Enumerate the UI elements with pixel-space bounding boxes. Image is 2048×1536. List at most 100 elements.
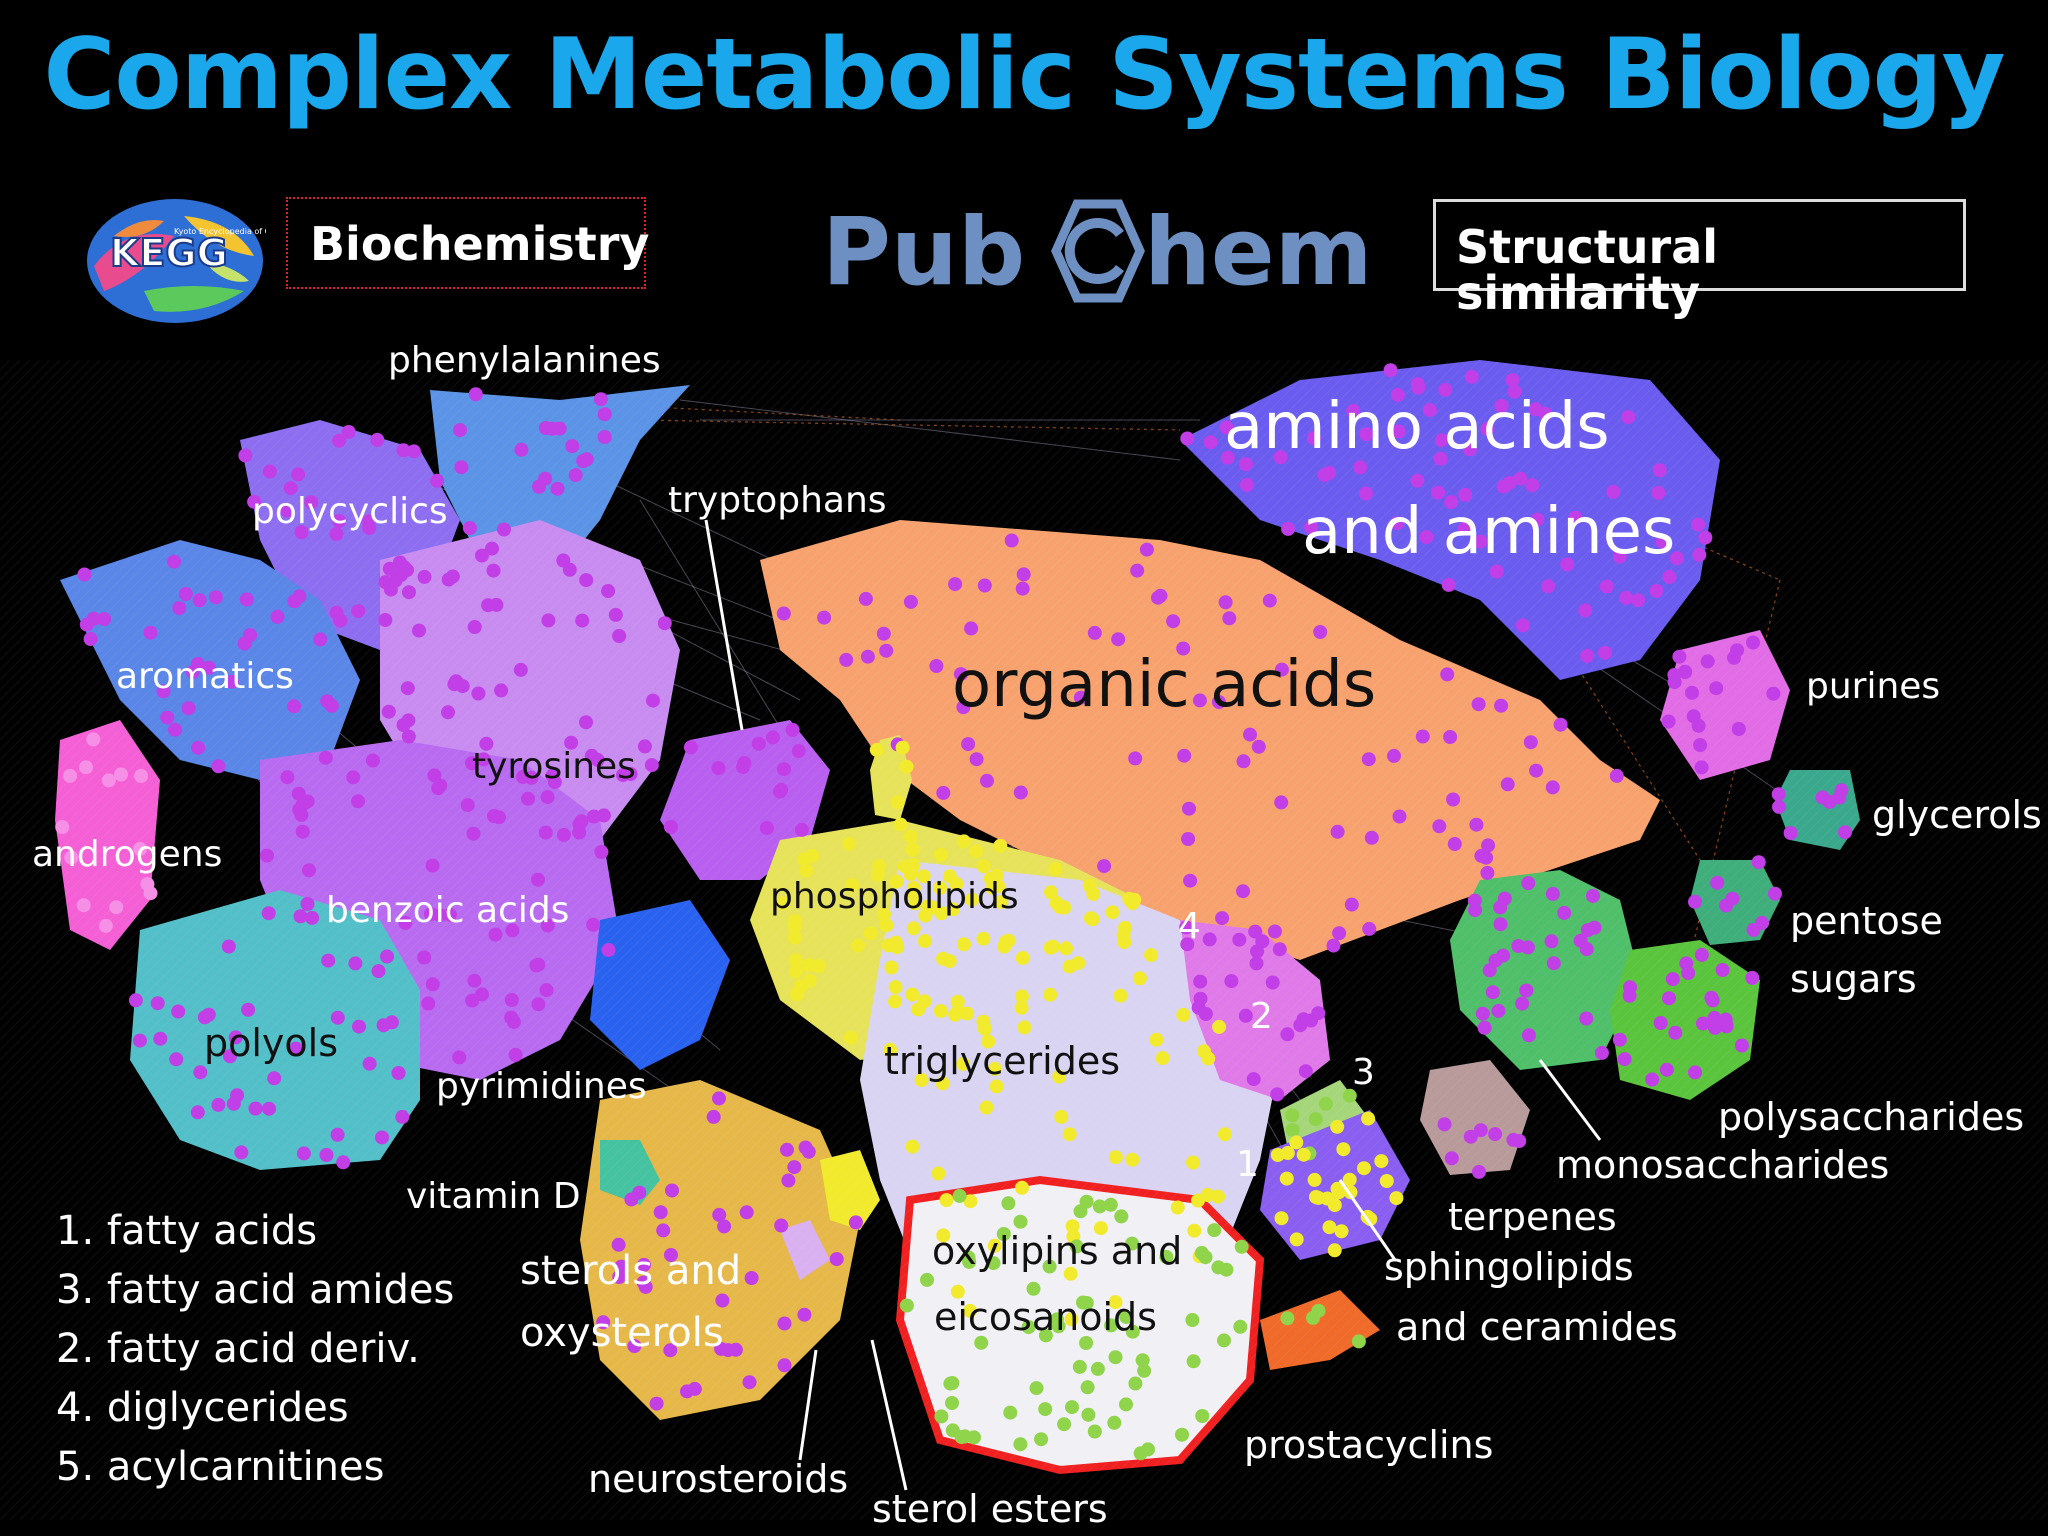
metabolite-node: [1043, 940, 1058, 955]
metabolite-node: [143, 625, 158, 640]
metabolite-node: [305, 910, 320, 925]
metabolite-node: [1108, 1150, 1123, 1165]
metabolite-node: [1272, 942, 1287, 957]
metabolite-node: [774, 1218, 789, 1233]
metabolite-node: [1065, 1219, 1080, 1234]
metabolite-node: [1662, 991, 1676, 1006]
metabolite-node: [906, 858, 921, 873]
metabolite-node: [956, 1056, 971, 1071]
metabolite-node: [848, 1215, 863, 1230]
metabolite-node: [893, 817, 908, 832]
metabolite-node: [109, 900, 124, 915]
metabolite-node: [899, 1298, 914, 1313]
metabolite-node: [1520, 940, 1535, 955]
metabolite-node: [903, 829, 918, 844]
label-triglycerides: triglycerides: [884, 1039, 1120, 1083]
metabolite-node: [243, 628, 258, 643]
metabolite-node: [1545, 780, 1560, 795]
metabolite-node: [623, 767, 638, 781]
metabolite-node: [1755, 915, 1770, 930]
metabolite-node: [1485, 985, 1500, 1000]
label-sphingo-line2: and ceramides: [1396, 1305, 1678, 1349]
metabolite-node: [1523, 735, 1538, 750]
metabolite-node: [656, 1223, 671, 1238]
label-oxylipins-line1: oxylipins and: [932, 1229, 1182, 1273]
metabolite-node: [777, 762, 791, 777]
metabolite-node: [294, 525, 309, 540]
metabolite-node: [597, 430, 612, 444]
metabolite-node: [936, 951, 951, 966]
metabolite-node: [267, 1071, 282, 1086]
metabolite-node: [421, 996, 436, 1011]
metabolite-node: [683, 740, 698, 755]
callout-lines: [704, 519, 1602, 1491]
metabolite-node: [579, 715, 593, 730]
metabolite-node: [1359, 427, 1374, 442]
metabolite-node: [201, 1007, 216, 1022]
metabolite-node: [365, 753, 380, 768]
metabolite-node: [989, 868, 1004, 883]
label-pentose-line2: sugars: [1790, 957, 1917, 1001]
label-pyrimidines: pyrimidines: [436, 1066, 647, 1107]
metabolite-node: [1304, 520, 1319, 534]
metabolite-node: [351, 604, 366, 619]
metabolite-node: [1464, 369, 1479, 384]
metabolite-node: [1358, 486, 1373, 501]
metabolite-node: [976, 859, 991, 874]
metabolite-node: [445, 569, 460, 584]
metabolite-node: [976, 1014, 991, 1029]
metabolite-node: [1265, 975, 1280, 990]
metabolite-node: [1521, 876, 1536, 891]
metabolite-node: [1612, 1032, 1627, 1047]
metabolite-node: [1688, 894, 1702, 909]
metabolite-node: [890, 795, 905, 810]
metabolite-node: [797, 1307, 812, 1322]
metabolite-node: [601, 584, 616, 598]
metabolite-node: [785, 722, 800, 737]
metabolite-node: [579, 452, 594, 467]
metabolite-node: [79, 760, 93, 775]
metabolite-node: [712, 1091, 726, 1106]
metabolite-node: [1598, 645, 1613, 660]
metabolite-node: [287, 594, 302, 609]
metabolite-node: [1505, 373, 1520, 388]
metabolite-node: [400, 681, 415, 696]
metabolite-node: [1236, 754, 1251, 769]
metabolite-node: [1458, 487, 1473, 502]
metabolite-node: [829, 1252, 844, 1267]
metabolite-node: [1298, 1064, 1313, 1079]
metabolite-node: [579, 573, 594, 588]
metabolite-node: [981, 1034, 996, 1049]
metabolite-node: [1694, 947, 1709, 962]
metabolite-node: [811, 959, 826, 973]
metabolite-node: [1211, 1189, 1226, 1204]
metabolite-node: [261, 906, 276, 921]
metabolite-node: [590, 752, 605, 767]
label-tyrosines: tyrosines: [472, 746, 636, 787]
metabolite-node: [178, 587, 193, 601]
metabolite-node: [869, 742, 884, 757]
metabolite-node: [504, 1010, 519, 1025]
metabolite-node: [1573, 933, 1588, 948]
metabolite-node: [336, 1155, 351, 1170]
metabolite-node: [460, 798, 475, 813]
label-benzoic-acids: benzoic acids: [326, 890, 569, 931]
metabolite-node: [1579, 1011, 1594, 1026]
metabolite-node: [1606, 484, 1621, 499]
metabolite-node: [1480, 865, 1495, 880]
metabolite-node: [1021, 1320, 1036, 1335]
metabolite-node: [1246, 1072, 1261, 1087]
metabolite-node: [1125, 1324, 1140, 1339]
metabolite-node: [287, 699, 301, 714]
metabolite-node: [540, 918, 555, 933]
metabolite-node: [788, 918, 803, 933]
metabolite-node: [953, 667, 968, 682]
metabolite-node: [1186, 1354, 1201, 1369]
metabolite-node: [1308, 1112, 1323, 1127]
metabolite-node: [1176, 1007, 1191, 1022]
label-glycerols: glycerols: [1872, 793, 2042, 837]
metabolite-node: [1144, 948, 1159, 963]
metabolite-node: [627, 1339, 642, 1353]
metabolite-node: [905, 842, 920, 857]
metabolite-node: [1087, 1424, 1102, 1439]
